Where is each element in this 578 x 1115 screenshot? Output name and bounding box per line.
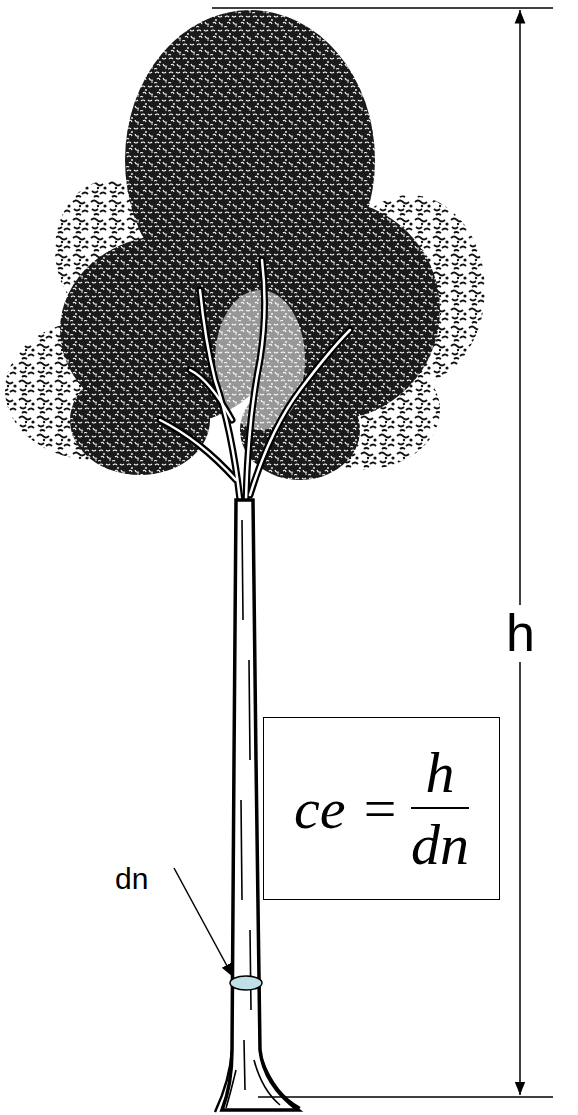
formula-box: ce = h dn [263,717,500,900]
numerator: h [426,741,455,805]
dimension-label: h [504,605,537,662]
formula: ce = h dn [294,741,469,877]
leader-line [174,868,233,977]
tree-crown [5,10,485,480]
height-dimension [212,8,553,1097]
tree-branches [160,260,350,500]
dimension-label: dn [113,862,150,895]
formula-lhs: ce = [294,777,399,841]
denominator: dn [411,813,469,877]
fraction: h dn [411,741,469,877]
fraction-bar [411,807,469,809]
diameter-mark [230,976,262,990]
